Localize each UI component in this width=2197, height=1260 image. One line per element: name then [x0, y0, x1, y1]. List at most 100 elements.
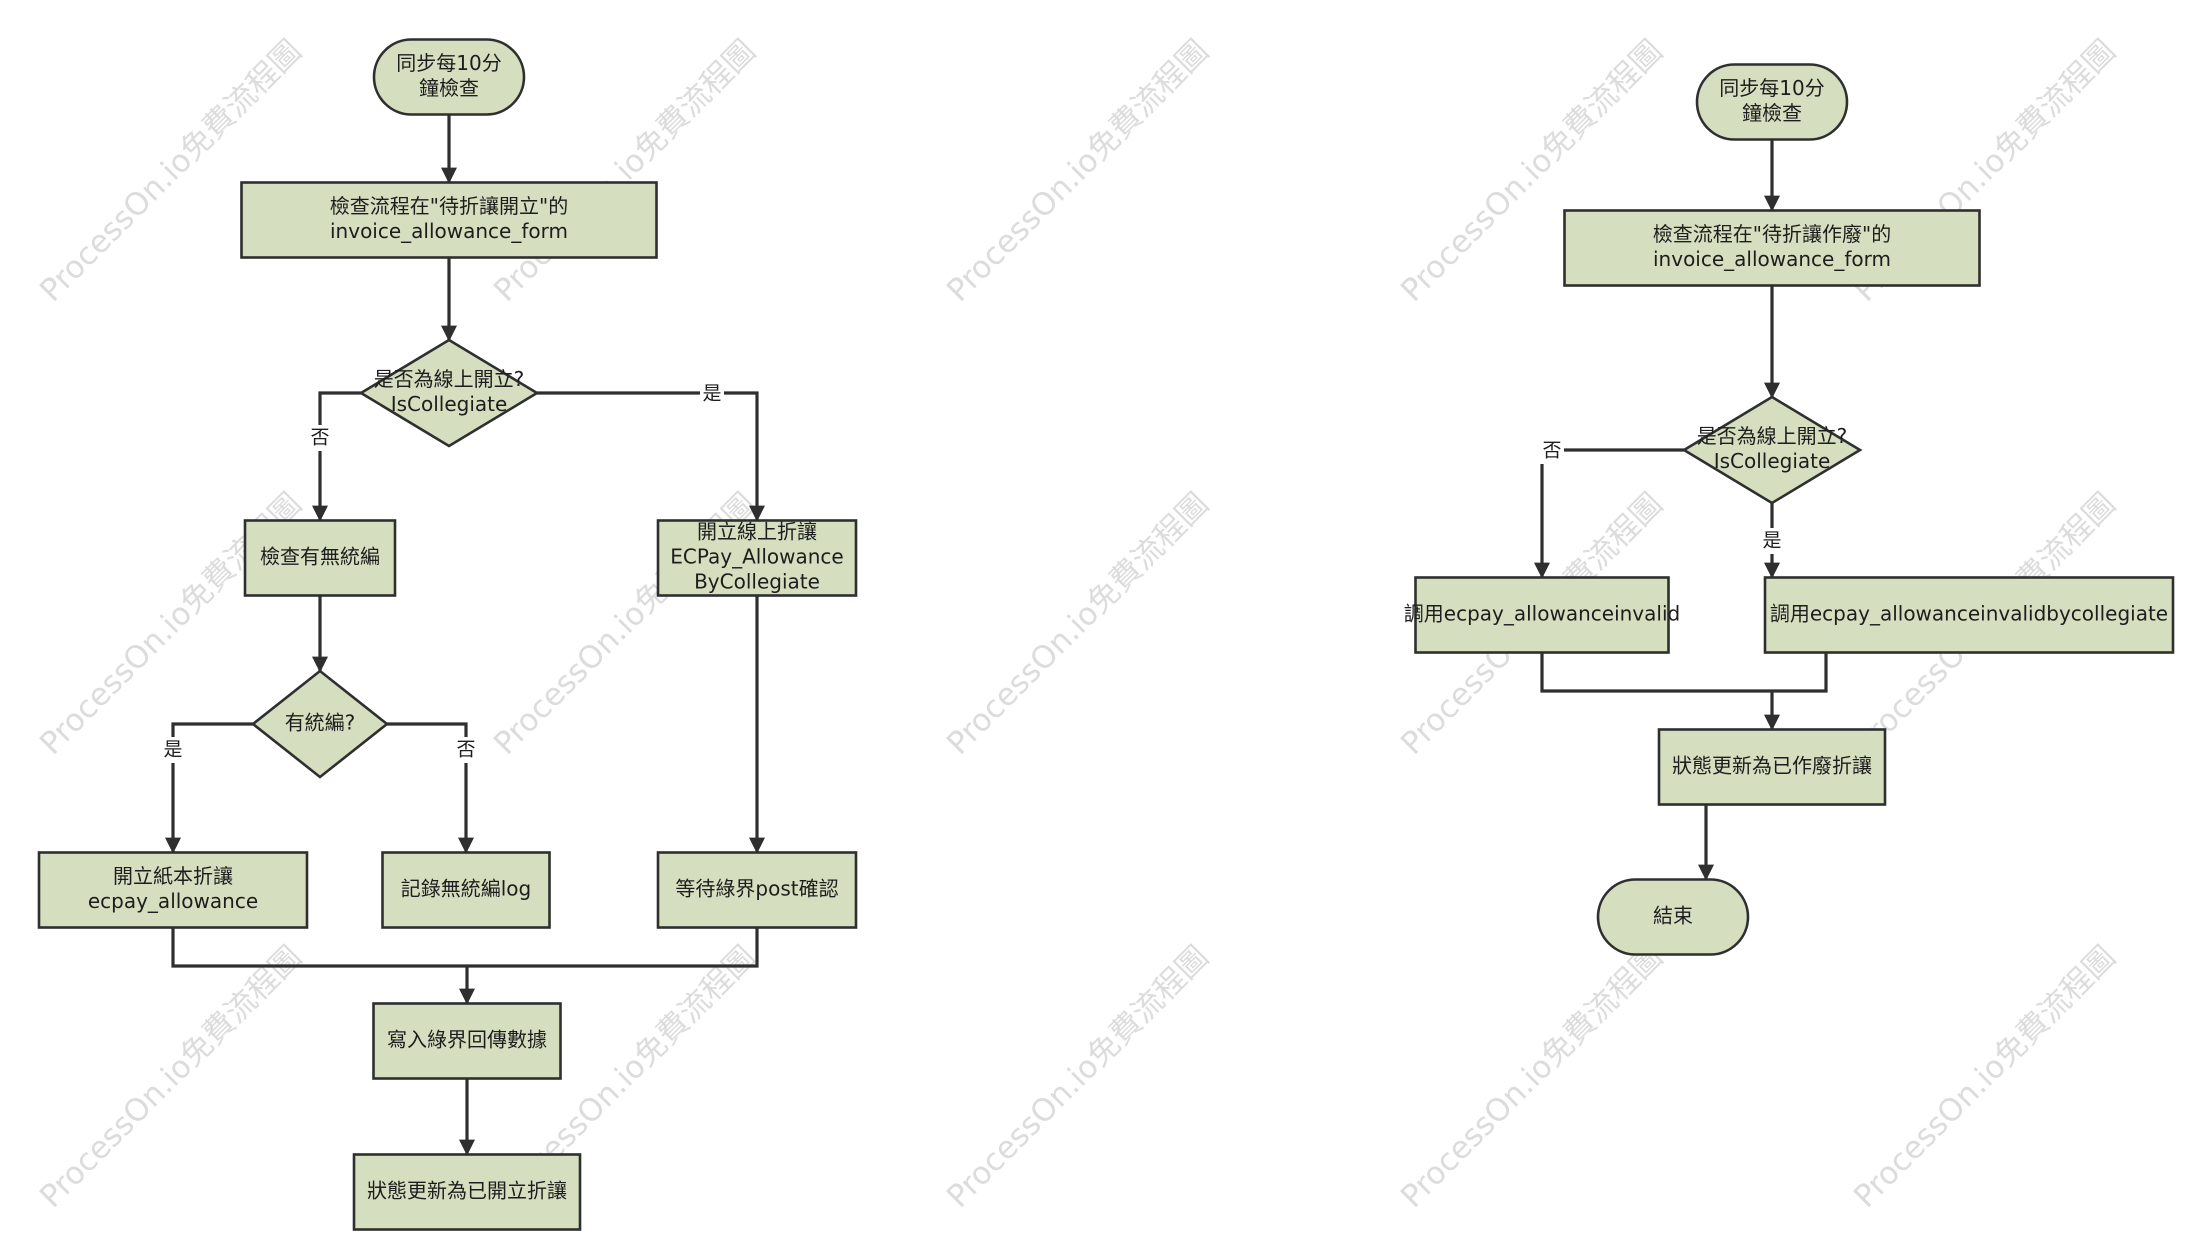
node-label-line: invoice_allowance_form [330, 219, 568, 243]
process-box [1563, 209, 1981, 287]
l-online-yes-label: 是 [700, 381, 724, 407]
node-label-line: 開立紙本折讓 [113, 864, 233, 888]
node-label-line: invoice_allowance_form [1653, 247, 1891, 271]
r-invalid-collegiate-node: 調用ecpay_allowanceinvalidbycollegiate [1763, 576, 2175, 654]
node-label-line: 是否為線上開立? [1697, 424, 1848, 448]
node-label-line: 記錄無統編log [401, 877, 532, 901]
watermark-text: ProcessOn.io免費流程圖 [940, 939, 1216, 1215]
terminal-capsule [1596, 878, 1750, 956]
edge-labels-layer: 是否是否否是 [161, 381, 1784, 763]
l-is-online-node: 是否為線上開立?IsCollegiate [358, 338, 540, 448]
node-label-line: 結束 [1653, 904, 1693, 928]
nodes-layer: 同步每10分鐘檢查檢查流程在"待折讓開立"的invoice_allowance_… [37, 38, 2175, 1231]
watermark-text: ProcessOn.io免費流程圖 [940, 486, 1216, 762]
decision-diamond [358, 338, 540, 448]
l-write-data-node: 寫入綠界回傳數據 [372, 1002, 562, 1080]
node-label-line: 等待綠界post確認 [675, 877, 838, 901]
edge-label-text: 否 [456, 739, 475, 761]
node-label-line: 鐘檢查 [1742, 101, 1802, 125]
process-box [1657, 728, 1887, 806]
process-box [656, 851, 858, 929]
l-online-no-label: 否 [308, 425, 332, 451]
decision-diamond [1681, 395, 1863, 505]
r-end-node: 結束 [1596, 878, 1750, 956]
process-box [243, 519, 397, 597]
label-background [454, 737, 478, 763]
edge-label-text: 是 [163, 739, 182, 761]
node-label-line: 檢查有無統編 [260, 545, 380, 569]
r-merge-connector [1540, 653, 1828, 693]
decision-diamond [250, 669, 390, 779]
watermark-text: ProcessOn.io免費流程圖 [1847, 939, 2123, 1215]
process-box [656, 519, 858, 597]
process-box [1763, 576, 2175, 654]
watermark-text: ProcessOn.io免費流程圖 [1394, 939, 1670, 1215]
process-box [1414, 576, 1670, 654]
node-label-line: IsCollegiate [391, 392, 508, 416]
terminal-capsule [1695, 63, 1849, 141]
node-label-line: IsCollegiate [1714, 449, 1831, 473]
label-background [1760, 528, 1784, 554]
node-label-line: 是否為線上開立? [374, 367, 525, 391]
process-box [352, 1153, 582, 1231]
node-label-line: 寫入綠界回傳數據 [387, 1028, 547, 1052]
edge-label-text: 是 [702, 383, 721, 405]
node-label-line: 鐘檢查 [419, 76, 479, 100]
l-taxid-yes-connector [165, 722, 253, 854]
node-label-line: 檢查流程在"待折讓作廢"的 [1653, 222, 1891, 246]
r-online-yes-label: 是 [1760, 528, 1784, 554]
l-taxid-yes-label: 是 [161, 737, 185, 763]
node-label-line: 同步每10分 [396, 51, 501, 75]
process-box [372, 1002, 562, 1080]
label-background [161, 737, 185, 763]
node-label-line: ECPay_Allowance [670, 545, 843, 569]
r-invalid-node: 調用ecpay_allowanceinvalid [1404, 576, 1680, 654]
process-box [37, 851, 309, 929]
l-taxid-no-connector [387, 722, 474, 854]
l-has-tax-id-node: 有統編? [250, 669, 390, 779]
node-label-line: ByCollegiate [694, 570, 820, 594]
node-label-line: ecpay_allowance [88, 889, 258, 913]
watermark-text: ProcessOn.io免費流程圖 [940, 33, 1216, 309]
l-online-yes-connector [537, 391, 765, 522]
r-status-void-node: 狀態更新為已作廢折讓 [1657, 728, 1887, 806]
r-online-no-label: 否 [1540, 438, 1564, 464]
r-is-online-node: 是否為線上開立?IsCollegiate [1681, 395, 1863, 505]
label-background [308, 425, 332, 451]
terminal-capsule [372, 38, 526, 116]
l-status-issued-node: 狀態更新為已開立折讓 [352, 1153, 582, 1231]
label-background [1540, 438, 1564, 464]
edge-label-text: 否 [310, 427, 329, 449]
node-label-line: 有統編? [285, 711, 356, 735]
l-wait-post-node: 等待綠界post確認 [656, 851, 858, 929]
node-label-line: 調用ecpay_allowanceinvalid [1404, 602, 1680, 626]
process-box [381, 851, 551, 929]
watermark-text: ProcessOn.io免費流程圖 [33, 33, 309, 309]
node-label-line: 狀態更新為已作廢折讓 [1672, 754, 1872, 778]
edge-label-text: 否 [1542, 440, 1561, 462]
node-label-line: 同步每10分 [1719, 76, 1824, 100]
node-label-line: 調用ecpay_allowanceinvalidbycollegiate [1770, 602, 2168, 626]
l-taxid-no-label: 否 [454, 737, 478, 763]
l-online-no-connector [312, 391, 361, 522]
node-label-line: 狀態更新為已開立折讓 [367, 1179, 567, 1203]
edge-label-text: 是 [1762, 530, 1781, 552]
watermark-text: ProcessOn.io免費流程圖 [33, 939, 309, 1215]
node-label-line: 開立線上折讓 [697, 520, 817, 544]
node-label-line: 檢查流程在"待折讓開立"的 [330, 194, 568, 218]
l-merge-paper-connector [171, 928, 759, 968]
l-check-tax-id-node: 檢查有無統編 [243, 519, 397, 597]
watermark-text: ProcessOn.io免費流程圖 [487, 33, 763, 309]
l-log-no-tax-id-node: 記錄無統編log [381, 851, 551, 929]
process-box [240, 181, 658, 259]
edges-layer [165, 115, 1828, 1156]
label-background [700, 381, 724, 407]
